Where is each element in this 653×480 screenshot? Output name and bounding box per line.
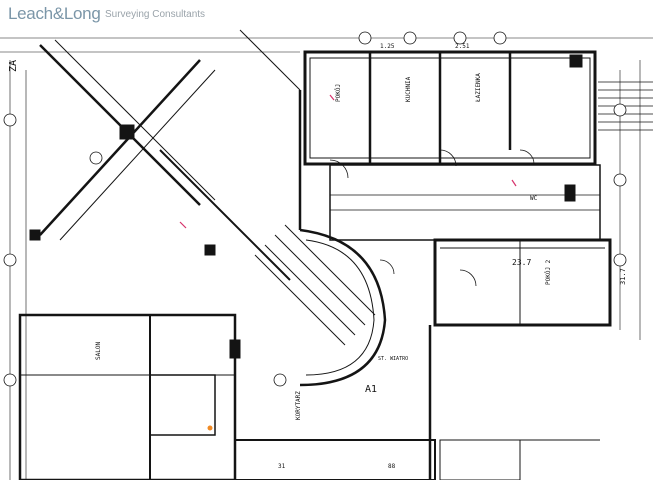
dimension-label-f: 88 — [388, 463, 396, 470]
room-label-f: SALON — [95, 342, 102, 360]
company-subtitle: Surveying Consultants — [105, 9, 206, 20]
room-label-lobby: ST. WIATRO — [378, 356, 408, 362]
room-label-b: KUCHNIA — [405, 76, 412, 102]
company-logo: Leach&Long — [6, 4, 103, 24]
dimension-label-b: 31.7 — [619, 268, 627, 285]
room-label-g: WC — [530, 195, 538, 202]
room-label-c: ŁAZIENKA — [475, 73, 482, 103]
section-marker-right: A1 — [365, 384, 377, 395]
dimension-label-c: 1.25 — [380, 43, 395, 50]
dimension-label-d: 2.51 — [455, 43, 470, 50]
room-label-d: POKÓJ 2 — [545, 259, 552, 285]
section-marker-left: ZA — [8, 60, 19, 72]
dimension-label-e: 31 — [278, 463, 286, 470]
room-label-a: POKÓJ — [335, 84, 342, 102]
room-label-e: KORYTARZ — [295, 391, 302, 420]
dimension-label-a: 23.7 — [512, 258, 531, 267]
